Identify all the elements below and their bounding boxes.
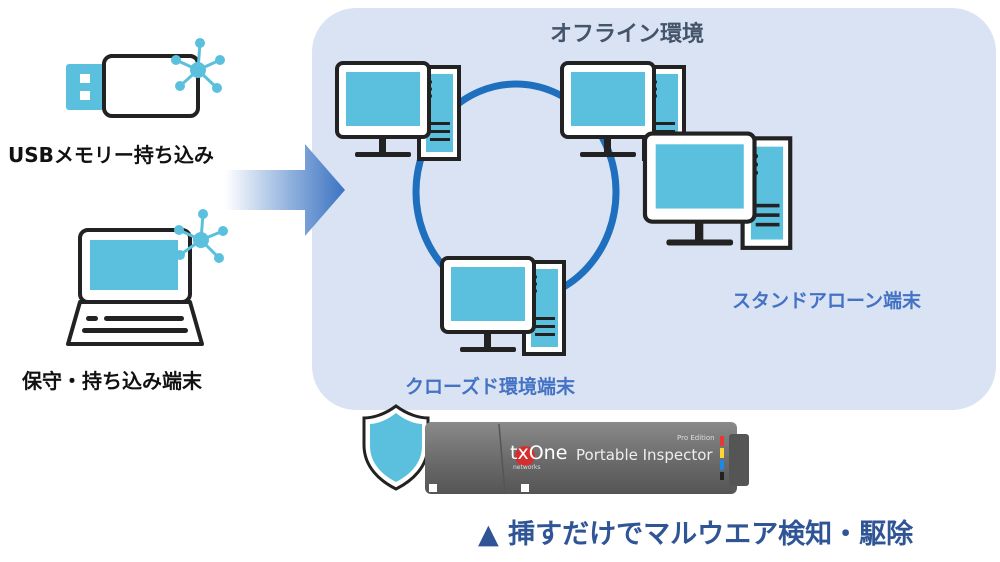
device-edition: Pro Edition	[677, 434, 715, 442]
closed-environment-label: クローズド環境端末	[405, 376, 576, 398]
usb-memory-icon	[66, 54, 200, 118]
laptop-icon	[66, 228, 204, 346]
standalone-computer-icon	[642, 131, 793, 250]
desktop-computer-icon	[335, 61, 461, 161]
network-node-icon	[171, 38, 225, 93]
portable-inspector-device: txOne networks Portable Inspector Pro Ed…	[425, 420, 749, 496]
network-node-icon	[174, 209, 228, 263]
desktop-computer-icon	[440, 256, 566, 356]
standalone-label: スタンドアローン端末	[732, 290, 922, 312]
shield-icon	[362, 404, 430, 491]
device-product-name: Portable Inspector	[576, 446, 713, 464]
laptop-label: 保守・持ち込み端末	[22, 369, 202, 393]
bottom-caption: ▲ 挿すだけでマルウエア検知・駆除	[478, 519, 914, 550]
arrow-icon	[225, 144, 345, 236]
usb-memory-label: USBメモリー持ち込み	[8, 143, 214, 167]
device-brand-sub: networks	[513, 464, 541, 471]
device-brand: txOne	[510, 442, 568, 464]
offline-environment-title: オフライン環境	[550, 22, 705, 47]
